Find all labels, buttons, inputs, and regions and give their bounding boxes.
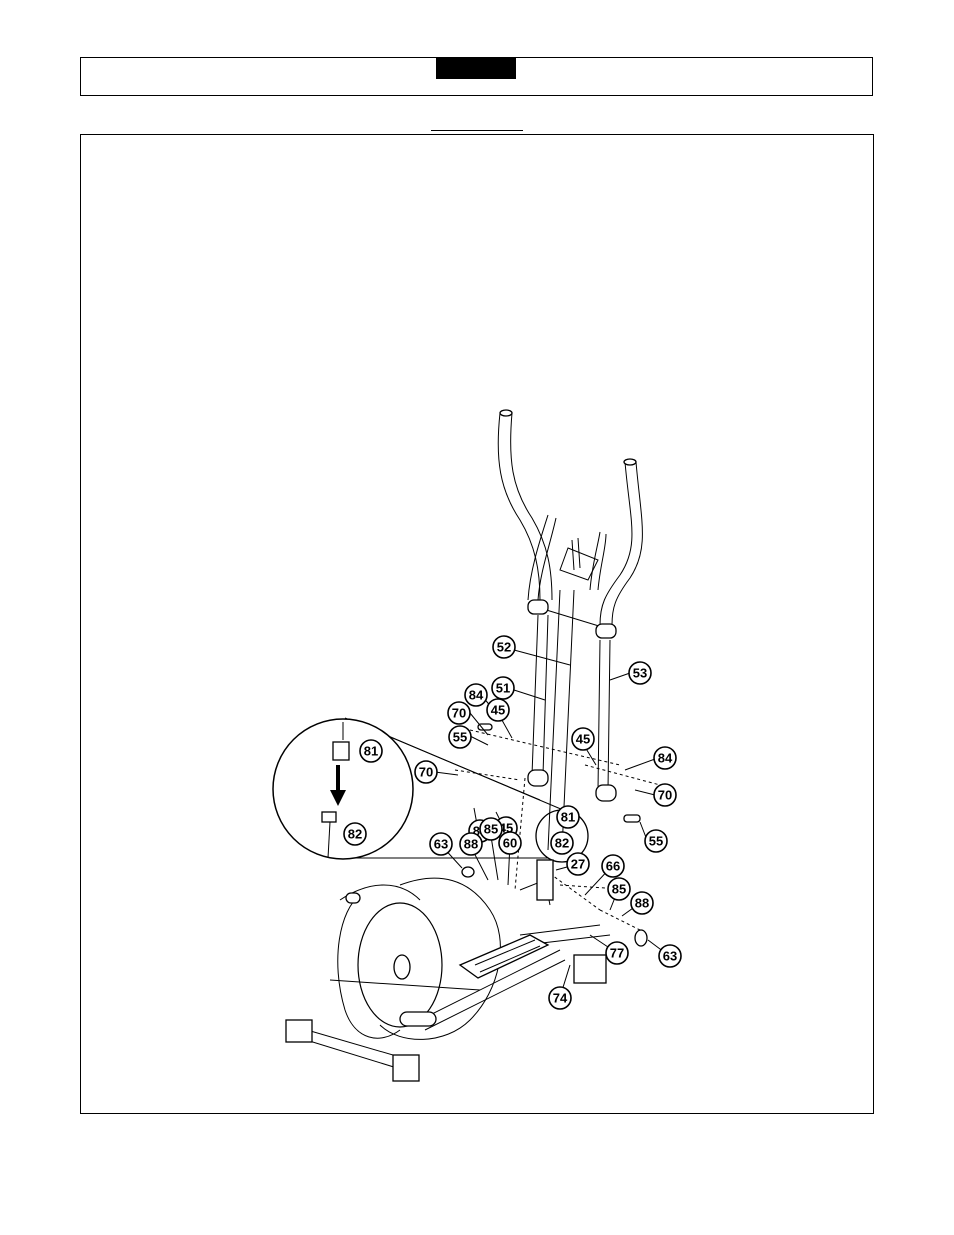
- svg-text:77: 77: [610, 946, 624, 961]
- callout-88: 88: [630, 891, 654, 915]
- svg-text:45: 45: [491, 703, 505, 718]
- svg-text:53: 53: [633, 666, 647, 681]
- callout-81: 81: [359, 739, 383, 763]
- svg-text:81: 81: [561, 810, 575, 825]
- callout-74: 74: [548, 986, 572, 1010]
- svg-text:66: 66: [606, 859, 620, 874]
- callout-53: 53: [628, 661, 652, 685]
- callout-84: 84: [653, 746, 677, 770]
- callout-55: 55: [448, 725, 472, 749]
- svg-text:85: 85: [484, 822, 498, 837]
- callout-60: 60: [498, 831, 522, 855]
- callout-82: 82: [343, 822, 367, 846]
- diagram-frame: [80, 134, 874, 1114]
- callout-70: 70: [447, 701, 471, 725]
- callout-84: 84: [464, 683, 488, 707]
- svg-text:51: 51: [496, 681, 510, 696]
- svg-text:52: 52: [497, 640, 511, 655]
- svg-text:70: 70: [419, 765, 433, 780]
- console-mast: [527, 537, 617, 851]
- svg-text:45: 45: [576, 732, 590, 747]
- svg-text:81: 81: [364, 744, 378, 759]
- callout-63: 63: [658, 944, 682, 968]
- svg-text:88: 88: [635, 896, 649, 911]
- svg-text:55: 55: [649, 834, 663, 849]
- svg-text:82: 82: [555, 836, 569, 851]
- callout-70: 70: [414, 760, 438, 784]
- header-tab: [436, 57, 516, 79]
- callout-66: 66: [601, 854, 625, 878]
- callout-85: 85: [607, 877, 631, 901]
- callout-51: 51: [491, 676, 515, 700]
- callout-45: 45: [486, 698, 510, 722]
- svg-text:70: 70: [452, 706, 466, 721]
- svg-text:85: 85: [612, 882, 626, 897]
- elliptical-frame: [285, 859, 648, 1082]
- callout-52: 52: [492, 635, 516, 659]
- callout-45: 45: [571, 727, 595, 751]
- svg-text:84: 84: [469, 688, 484, 703]
- callout-82: 82: [550, 831, 574, 855]
- svg-text:84: 84: [658, 751, 673, 766]
- callout-27: 27: [566, 852, 590, 876]
- title-rule: [431, 130, 523, 131]
- callout-55: 55: [644, 829, 668, 853]
- callout-77: 77: [605, 941, 629, 965]
- callout-70: 70: [653, 783, 677, 807]
- svg-text:82: 82: [348, 827, 362, 842]
- handlebar-left: [497, 409, 557, 601]
- arm-tubes: [527, 614, 617, 802]
- svg-text:88: 88: [464, 837, 478, 852]
- callout-88: 88: [459, 832, 483, 856]
- callout-85: 85: [479, 817, 503, 841]
- svg-text:60: 60: [503, 836, 517, 851]
- hardware-guides: [454, 723, 661, 931]
- callout-81: 81: [556, 805, 580, 829]
- handlebar-right: [589, 458, 643, 626]
- svg-text:63: 63: [663, 949, 677, 964]
- svg-text:55: 55: [453, 730, 467, 745]
- svg-text:63: 63: [434, 837, 448, 852]
- svg-text:74: 74: [553, 991, 568, 1006]
- svg-text:70: 70: [658, 788, 672, 803]
- svg-text:27: 27: [571, 857, 585, 872]
- callout-63: 63: [429, 832, 453, 856]
